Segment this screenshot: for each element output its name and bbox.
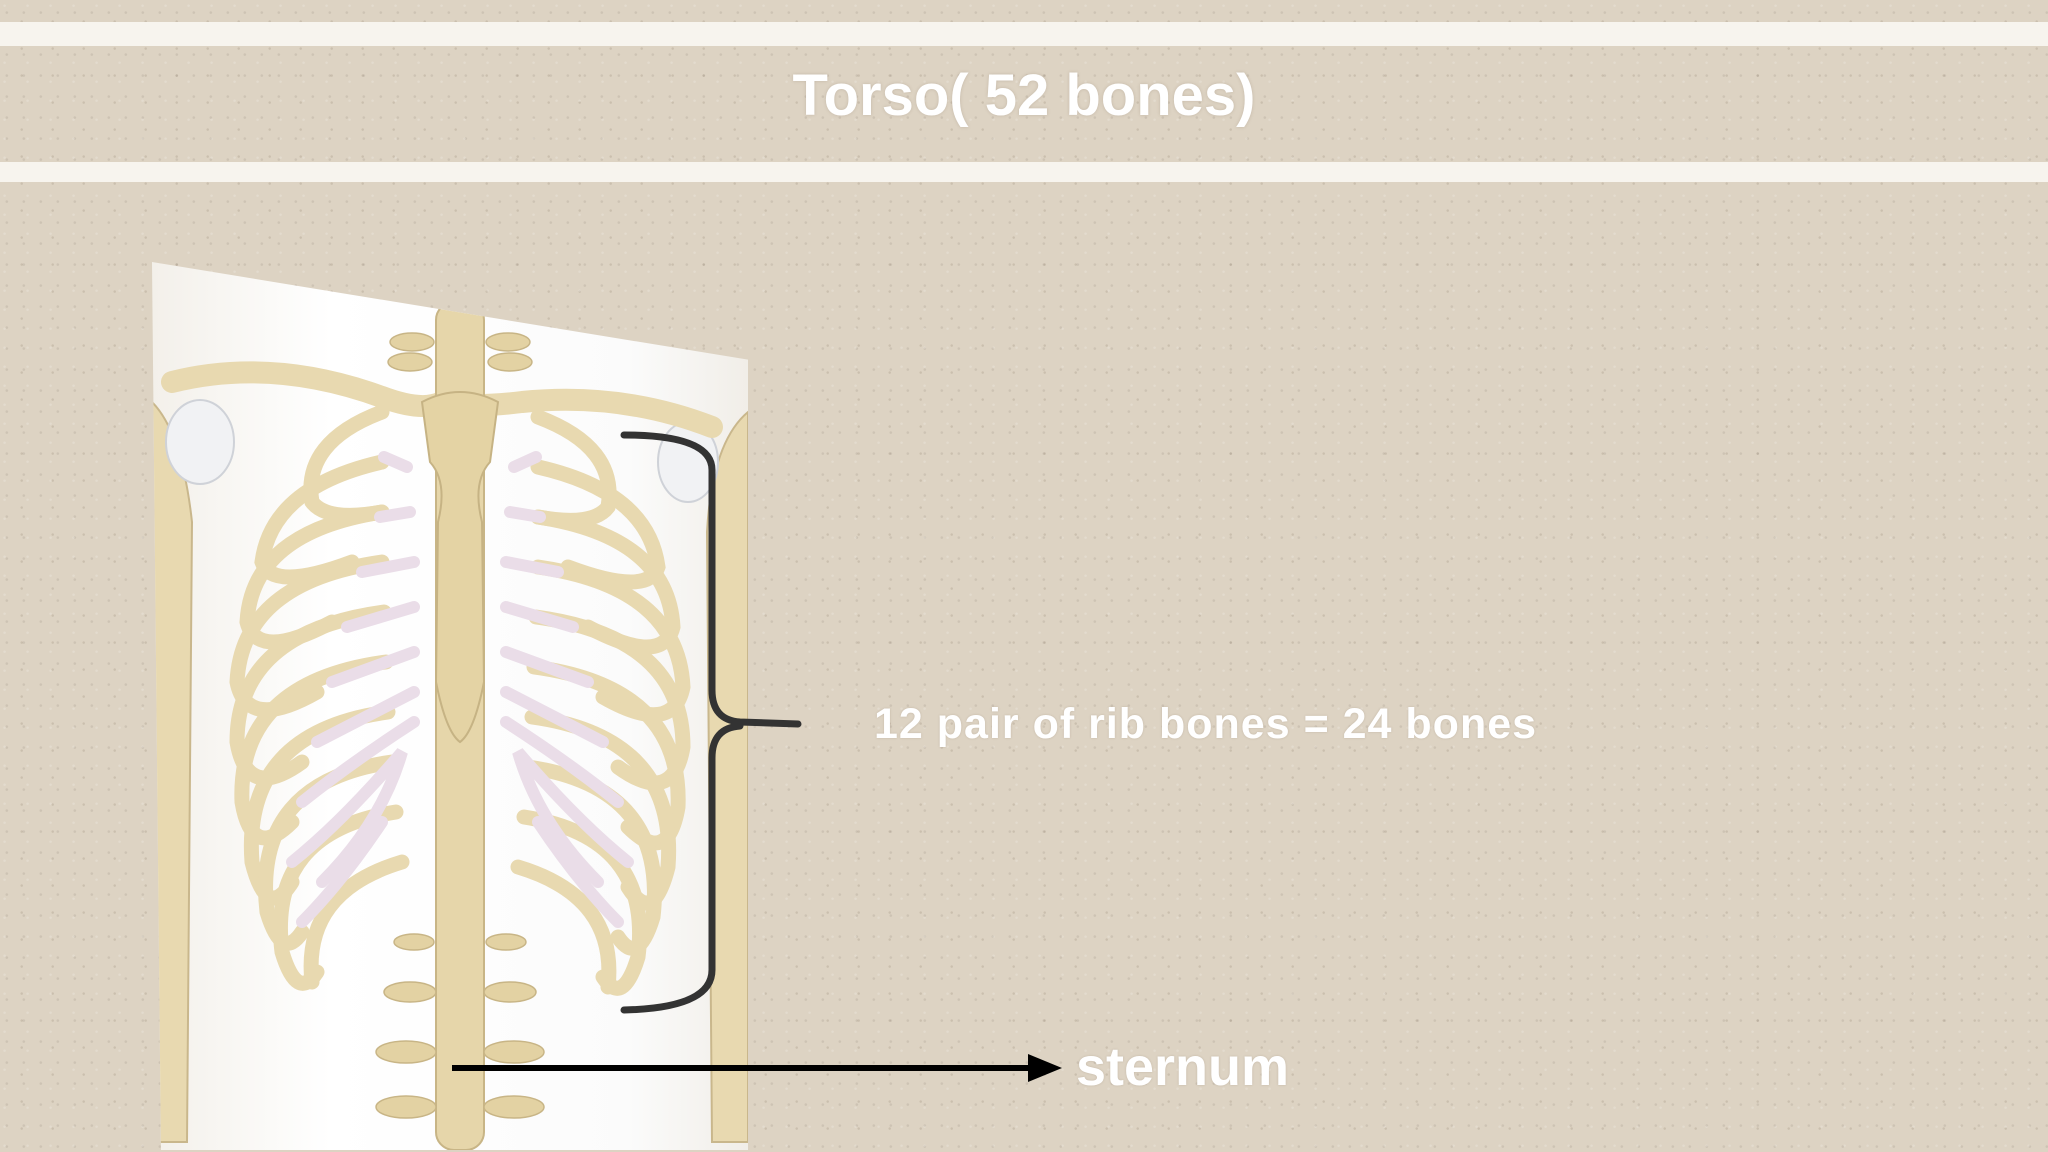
ribcage-drawing	[152, 301, 748, 1150]
sternum-arrow-head	[1028, 1054, 1062, 1082]
left-ribs	[229, 404, 410, 991]
costal-cartilages	[286, 451, 634, 928]
right-humerus	[705, 409, 748, 1143]
slide-title: Torso( 52 bones)	[792, 63, 1256, 128]
left-clavicle	[161, 361, 453, 417]
bottom-decorative-band	[0, 162, 2048, 182]
left-shoulder-joint	[165, 399, 235, 485]
sternum-label: sternum	[1076, 1037, 1290, 1097]
left-humerus	[152, 399, 194, 1143]
vertebra-processes	[375, 332, 545, 1119]
sternum-bone	[420, 391, 500, 744]
ribcage-illustration	[152, 262, 748, 1150]
rib-count-label: 12 pair of rib bones = 24 bones	[874, 700, 1538, 748]
top-decorative-band	[0, 22, 2048, 46]
